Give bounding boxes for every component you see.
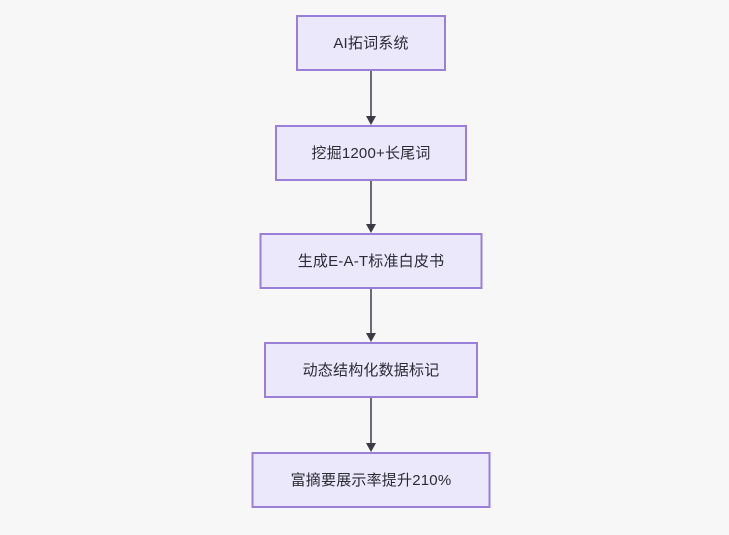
arrow-head-icon: [366, 443, 376, 452]
flowchart-node-2[interactable]: 挖掘1200+长尾词: [275, 125, 467, 181]
arrow-line: [370, 398, 372, 444]
arrow-head-icon: [366, 224, 376, 233]
arrow-line: [370, 181, 372, 225]
flowchart-node-1-label: AI拓词系统: [333, 34, 409, 52]
flowchart-arrow-3: [365, 289, 377, 342]
arrow-head-icon: [366, 116, 376, 125]
flowchart-node-4[interactable]: 动态结构化数据标记: [264, 342, 478, 398]
flowchart-node-5-label: 富摘要展示率提升210%: [290, 471, 452, 489]
flowchart-node-5[interactable]: 富摘要展示率提升210%: [251, 452, 491, 508]
arrow-head-icon: [366, 333, 376, 342]
flowchart-arrow-1: [365, 71, 377, 125]
flowchart-node-2-label: 挖掘1200+长尾词: [311, 144, 431, 162]
arrow-line: [370, 71, 372, 117]
flowchart-arrow-2: [365, 181, 377, 233]
flowchart-node-1[interactable]: AI拓词系统: [296, 15, 446, 71]
flowchart-node-3-label: 生成E-A-T标准白皮书: [297, 252, 445, 270]
flowchart-node-3[interactable]: 生成E-A-T标准白皮书: [259, 233, 483, 289]
arrow-line: [370, 289, 372, 334]
flowchart-arrow-4: [365, 398, 377, 452]
flowchart-node-4-label: 动态结构化数据标记: [302, 361, 440, 379]
